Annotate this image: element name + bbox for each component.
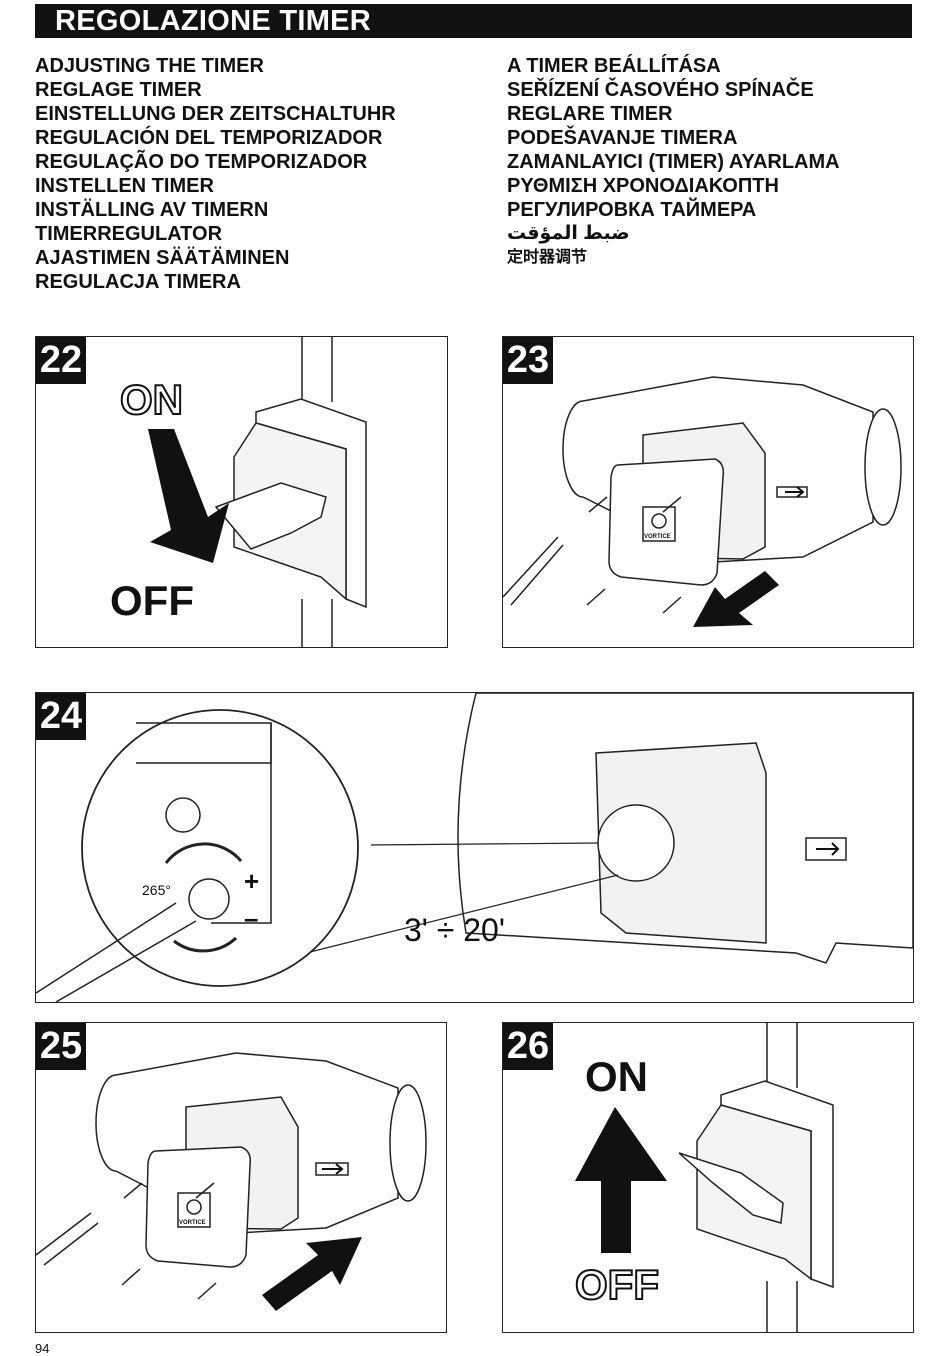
step-number-badge: 24 [36,693,86,740]
on-label: ON [585,1053,648,1100]
language-title: REGLARE TIMER [507,103,673,125]
language-title: ΡΥΘΜΙΣΗ ΧΡΟΝΟΔΙΑΚΟΠΤΗ [507,175,779,197]
screwdriver-icon [503,536,564,606]
page-title-bar: REGOLAZIONE TIMER [35,4,912,38]
down-arrow-icon [148,429,229,563]
page-title: REGOLAZIONE TIMER [55,5,372,37]
language-title-chinese: 定时器调节 [507,249,588,266]
language-title: REGLAGE TIMER [35,79,202,101]
airflow-arrow-icon [322,1163,344,1175]
timer-location-circle [597,804,675,882]
screwdriver-icon [36,1212,99,1266]
airflow-arrow-icon [816,842,840,856]
step-22-illustration: ON OFF [110,337,367,647]
language-title: ZAMANLAYICI (TIMER) AYARLAMA [507,151,840,173]
time-range-label: 3' ÷ 20' [404,912,505,948]
step-26-panel: ON OFF 26 [502,1022,914,1333]
step-26-illustration: ON OFF [574,1023,834,1332]
step-number-badge: 23 [503,337,553,384]
step-22-panel: ON OFF 22 [35,336,448,648]
language-title: INSTÄLLING AV TIMERN [35,199,269,221]
vortice-logo-icon [651,513,667,529]
language-list-right: A TIMER BEÁLLÍTÁSA SEŘÍZENÍ ČASOVÉHO SPÍ… [507,54,840,270]
step-number-badge: 25 [36,1023,86,1070]
down-left-arrow-icon [693,571,779,627]
page-number: 94 [35,1341,50,1356]
language-title-arabic: ضبط المؤقت [507,223,630,244]
language-title: ADJUSTING THE TIMER [35,55,264,77]
language-title: INSTELLEN TIMER [35,175,214,197]
increase-sign: + [244,866,259,896]
up-right-arrow-icon [262,1237,362,1311]
off-label: OFF [575,1261,659,1308]
brand-label: VORTICE [644,534,671,540]
language-list-left: ADJUSTING THE TIMER REGLAGE TIMER EINSTE… [35,54,396,294]
language-title: AJASTIMEN SÄÄTÄMINEN [35,247,290,269]
language-title: TIMERREGULATOR [35,223,223,245]
up-arrow-icon [575,1107,667,1253]
language-title: РЕГУЛИРОВКА ТАЙМЕРА [507,199,757,221]
screw-icons [586,496,682,614]
step-23-panel: VORTICE 23 [502,336,914,648]
step-25-panel: VORTICE 25 [35,1022,447,1333]
language-title: REGULACIÓN DEL TEMPORIZADOR [35,127,383,149]
off-label: OFF [110,577,194,624]
brand-label: VORTICE [179,1220,206,1226]
vortice-logo-icon [186,1199,202,1215]
language-title: REGULAÇÃO DO TEMPORIZADOR [35,151,368,173]
step-24-illustration: 265° + – 3' ÷ 20' [36,693,913,1002]
language-title: REGULACJA TIMERA [35,271,241,293]
screw-icons [121,1182,217,1300]
step-24-panel: 265° + – 3' ÷ 20' 24 [35,692,914,1003]
language-title: SEŘÍZENÍ ČASOVÉHO SPÍNAČE [507,79,814,101]
step-number-badge: 22 [36,337,86,384]
language-title: A TIMER BEÁLLÍTÁSA [507,55,721,77]
step-number-badge: 26 [503,1023,553,1070]
language-title: PODEŠAVANJE TIMERA [507,127,738,149]
decrease-sign: – [244,903,258,933]
on-label: ON [120,376,183,423]
step-25-illustration: VORTICE [36,1052,427,1311]
airflow-arrow-icon [785,486,805,498]
step-23-illustration: VORTICE [503,376,902,627]
angle-label: 265° [142,882,171,898]
screwdriver-icon [36,902,197,1002]
language-title: EINSTELLUNG DER ZEITSCHALTUHR [35,103,396,125]
